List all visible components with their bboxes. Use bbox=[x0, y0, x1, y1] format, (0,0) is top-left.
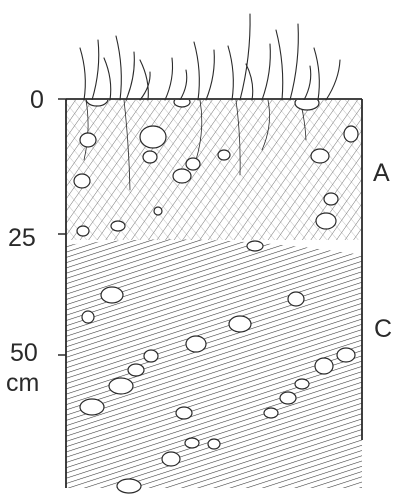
grass-blade bbox=[165, 58, 173, 100]
stone bbox=[77, 226, 89, 236]
depth-ticks bbox=[58, 99, 66, 355]
stone bbox=[229, 316, 251, 332]
grass-blade bbox=[126, 52, 134, 100]
depth-label-25: 25 bbox=[8, 226, 36, 251]
grass-blade bbox=[290, 24, 298, 100]
stone bbox=[80, 133, 96, 147]
stone bbox=[101, 287, 123, 303]
grass-blade bbox=[326, 60, 340, 100]
stone bbox=[264, 408, 278, 418]
depth-label-0: 0 bbox=[30, 88, 44, 113]
grass-blade bbox=[276, 30, 283, 100]
stone bbox=[316, 213, 336, 229]
grass-blade bbox=[194, 42, 199, 100]
depth-unit-label: cm bbox=[6, 371, 39, 396]
grass-blade bbox=[262, 44, 270, 100]
stone bbox=[162, 452, 180, 466]
grass-blade bbox=[240, 14, 250, 100]
grass-blade bbox=[116, 36, 121, 100]
grass-blade bbox=[314, 48, 319, 100]
stone bbox=[154, 207, 162, 215]
stone bbox=[280, 392, 296, 404]
horizon-label-c: C bbox=[374, 317, 392, 342]
stone bbox=[80, 399, 104, 415]
stone bbox=[337, 348, 355, 362]
stone bbox=[315, 358, 333, 374]
stone bbox=[140, 126, 166, 148]
grass-blade bbox=[104, 58, 111, 100]
stone bbox=[173, 169, 191, 183]
grass-blade bbox=[246, 64, 253, 100]
grass-blade bbox=[228, 46, 233, 100]
stone bbox=[186, 158, 200, 170]
grass-blade bbox=[180, 70, 187, 100]
stone bbox=[82, 311, 94, 323]
stone bbox=[218, 150, 230, 160]
loose-stone bbox=[117, 479, 141, 493]
stone bbox=[208, 439, 220, 449]
stone bbox=[111, 221, 125, 231]
stone bbox=[143, 151, 157, 163]
grass-blade bbox=[92, 40, 99, 100]
stone bbox=[128, 364, 144, 376]
stone bbox=[186, 336, 206, 352]
grass-blade bbox=[80, 48, 85, 100]
grass-blade bbox=[304, 66, 311, 100]
grass-blade bbox=[206, 50, 214, 100]
stone bbox=[109, 378, 133, 394]
stone bbox=[311, 149, 329, 163]
stone bbox=[344, 126, 358, 142]
stone bbox=[288, 292, 304, 306]
depth-label-50: 50 bbox=[10, 341, 38, 366]
stone bbox=[185, 438, 199, 448]
stone bbox=[324, 193, 338, 205]
stone bbox=[144, 350, 158, 362]
stone bbox=[295, 379, 309, 389]
stone bbox=[176, 407, 192, 419]
stone bbox=[247, 241, 263, 251]
horizon-label-a: A bbox=[373, 161, 390, 186]
stone bbox=[74, 174, 90, 188]
